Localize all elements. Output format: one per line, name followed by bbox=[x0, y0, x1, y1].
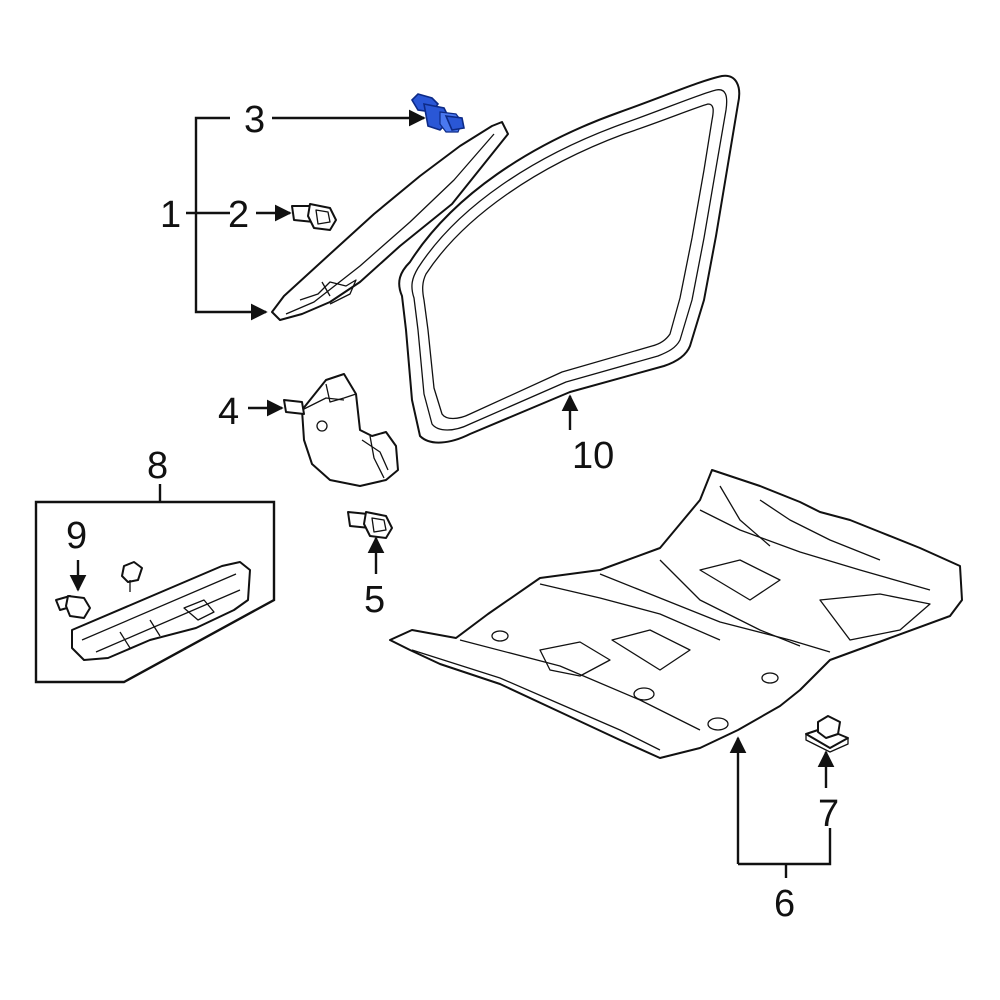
screw-part-9 bbox=[55, 595, 91, 619]
bolt-part-2 bbox=[291, 203, 337, 231]
leader-lines bbox=[69, 109, 835, 878]
callout-4: 4 bbox=[218, 391, 239, 433]
callout-labels: 3 1 2 4 10 8 9 5 7 6 bbox=[66, 99, 839, 925]
group-8-frame bbox=[34, 500, 276, 684]
clip-part-3 bbox=[410, 93, 465, 133]
callout-2: 2 bbox=[228, 194, 249, 236]
pillar-trim-part-1 bbox=[271, 121, 509, 321]
callout-8: 8 bbox=[147, 445, 168, 487]
callout-3: 3 bbox=[244, 99, 265, 141]
callout-10: 10 bbox=[572, 435, 614, 477]
callout-1: 1 bbox=[160, 194, 181, 236]
callout-6: 6 bbox=[774, 883, 795, 925]
callout-9: 9 bbox=[66, 515, 87, 557]
floor-carpet-part-6 bbox=[389, 469, 963, 759]
weatherstrip-part-10 bbox=[398, 74, 741, 444]
bolt-part-5 bbox=[347, 511, 393, 539]
callout-5: 5 bbox=[364, 579, 385, 621]
kick-panel-part-4 bbox=[283, 373, 399, 487]
callout-7: 7 bbox=[818, 793, 839, 835]
clip-part-7 bbox=[805, 715, 849, 753]
sill-trim-part-8 bbox=[71, 561, 251, 661]
